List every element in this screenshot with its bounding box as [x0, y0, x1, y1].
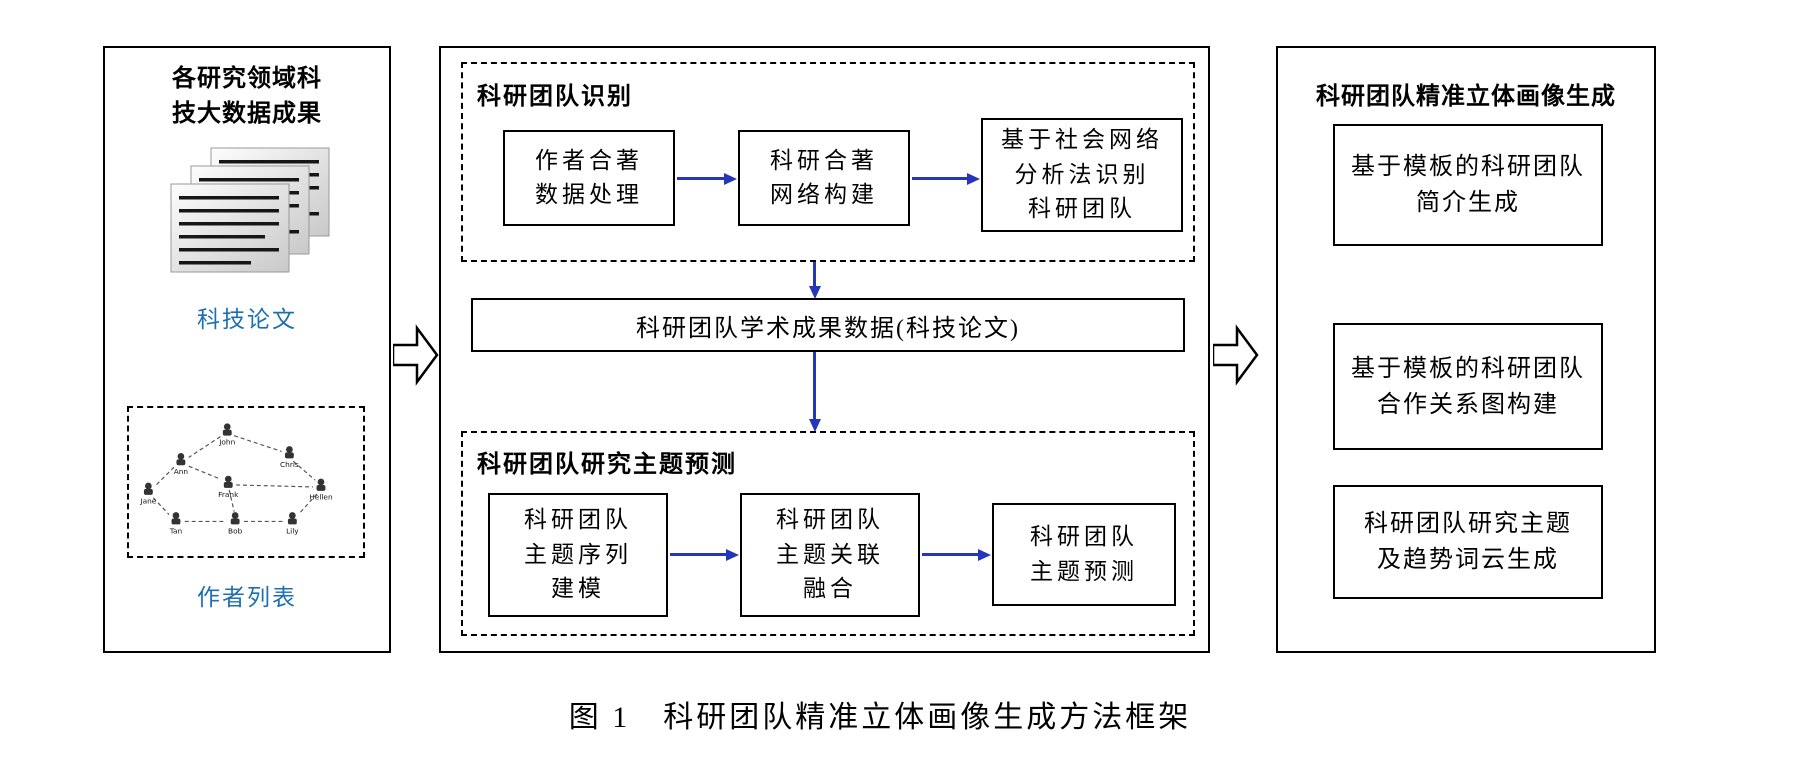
- authors-label: 作者列表: [197, 585, 297, 610]
- network-node: Tan: [169, 512, 183, 535]
- step-box-topic-sequence: 科研团队 主题序列 建模: [488, 493, 668, 617]
- academic-data-bar: 科研团队学术成果数据(科技论文): [471, 298, 1185, 352]
- network-node-label: Chris: [280, 460, 299, 469]
- coauthor-network-graph: John Ann Chris Jane Frank: [139, 423, 333, 535]
- network-node: Jane: [139, 482, 157, 506]
- network-node-label: Ann: [174, 467, 189, 476]
- middle-process-panel: 科研团队识别 作者合著 数据处理 科研合著 网络构建 基于社会网络 分析法识别 …: [439, 46, 1210, 653]
- team-identification-group: [461, 62, 1195, 262]
- arrow-network-to-identify: [912, 177, 967, 180]
- topic-prediction-group: [461, 431, 1195, 636]
- step-box-topic-fusion: 科研团队 主题关联 融合: [740, 493, 920, 617]
- network-node-label: Tan: [169, 526, 183, 535]
- network-node-label: Lily: [286, 526, 299, 535]
- step-box-topic-predict: 科研团队 主题预测: [992, 503, 1176, 606]
- step-box-sna-identify: 基于社会网络 分析法识别 科研团队: [981, 118, 1183, 232]
- network-node: Frank: [218, 475, 239, 499]
- arrow-data-to-network: [677, 177, 724, 180]
- network-node: Chris: [280, 446, 299, 469]
- network-node-label: Frank: [218, 490, 239, 499]
- network-node-label: Bob: [228, 526, 243, 535]
- network-node-label: Hellen: [309, 493, 333, 502]
- output-box-wordcloud: 科研团队研究主题 及趋势词云生成: [1333, 485, 1603, 599]
- network-node-label: John: [218, 438, 235, 447]
- topic-prediction-title: 科研团队研究主题预测: [477, 451, 737, 478]
- source-panel-title: 各研究领域科 技大数据成果: [172, 65, 322, 127]
- team-identification-title: 科研团队识别: [477, 83, 633, 110]
- author-network-box: John Ann Chris Jane Frank: [127, 406, 365, 558]
- arrow-sequence-to-fusion: [670, 553, 726, 556]
- network-node: John: [218, 423, 236, 447]
- step-box-network-build: 科研合著 网络构建: [738, 130, 910, 226]
- left-source-panel: 各研究领域科 技大数据成果: [103, 46, 391, 653]
- arrow-fusion-to-predict: [922, 553, 978, 556]
- block-arrow-middle-to-right-icon: [1213, 324, 1259, 386]
- block-arrow-left-to-middle-icon: [393, 324, 439, 386]
- network-node: Lily: [286, 512, 299, 535]
- papers-label: 科技论文: [197, 307, 297, 332]
- arrow-databar-to-prediction: [813, 352, 816, 419]
- network-node-label: Jane: [139, 497, 156, 506]
- stacked-papers-icon: [170, 147, 330, 273]
- network-node: Bob: [228, 512, 243, 535]
- network-node: Ann: [174, 453, 189, 476]
- step-box-author-data: 作者合著 数据处理: [503, 130, 675, 226]
- arrow-identify-to-databar: [813, 262, 816, 286]
- output-panel-title: 科研团队精准立体画像生成: [1316, 83, 1616, 110]
- network-node: Hellen: [309, 478, 333, 502]
- output-box-collab-graph: 基于模板的科研团队 合作关系图构建: [1333, 323, 1603, 450]
- figure-caption: 图 1 科研团队精准立体画像生成方法框架: [568, 701, 1192, 734]
- output-box-intro: 基于模板的科研团队 简介生成: [1333, 124, 1603, 246]
- right-output-panel: 科研团队精准立体画像生成 基于模板的科研团队 简介生成 基于模板的科研团队 合作…: [1276, 46, 1656, 653]
